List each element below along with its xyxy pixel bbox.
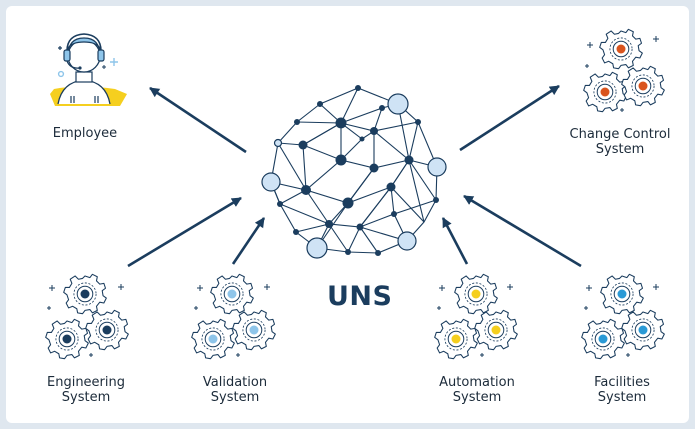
change-control-label-line2: System — [595, 142, 645, 157]
change-control-label-line1: Change Control — [569, 127, 671, 142]
arrow-from-validation — [231, 217, 266, 265]
uns-label: UNS — [327, 281, 393, 312]
change-control-gears-icon — [583, 28, 665, 113]
validation-gears-icon — [191, 273, 276, 360]
employee-label-text: Employee — [52, 126, 118, 141]
engineering-label: Engineering System — [30, 375, 142, 405]
engineering-gears-icon — [45, 273, 129, 360]
headset-person-icon — [50, 33, 127, 106]
arrow-to-change-control — [459, 84, 560, 152]
globe-network-icon — [270, 87, 438, 254]
engineering-label-line2: System — [61, 390, 111, 405]
arrow-from-engineering — [127, 196, 242, 268]
globe-nodes — [277, 85, 439, 256]
globe-light-nodes — [261, 93, 447, 259]
validation-label-line1: Validation — [202, 375, 268, 390]
automation-label-line1: Automation — [439, 375, 515, 390]
facilities-label-line2: System — [597, 390, 647, 405]
arrow-from-facilities — [463, 194, 582, 268]
facilities-gears-icon — [581, 273, 665, 360]
validation-label: Validation System — [180, 375, 290, 405]
engineering-label-line1: Engineering — [47, 375, 125, 390]
automation-label: Automation System — [421, 375, 533, 405]
automation-gears-icon — [434, 273, 518, 360]
change-control-label: Change Control System — [555, 127, 685, 157]
diagram-panel — [6, 6, 689, 423]
facilities-label-line1: Facilities — [594, 375, 650, 390]
facilities-label: Facilities System — [567, 375, 677, 405]
arrow-from-automation — [441, 217, 469, 265]
employee-label: Employee — [30, 126, 140, 141]
automation-label-line2: System — [452, 390, 502, 405]
arrow-to-employee — [149, 86, 247, 154]
validation-label-line2: System — [210, 390, 260, 405]
